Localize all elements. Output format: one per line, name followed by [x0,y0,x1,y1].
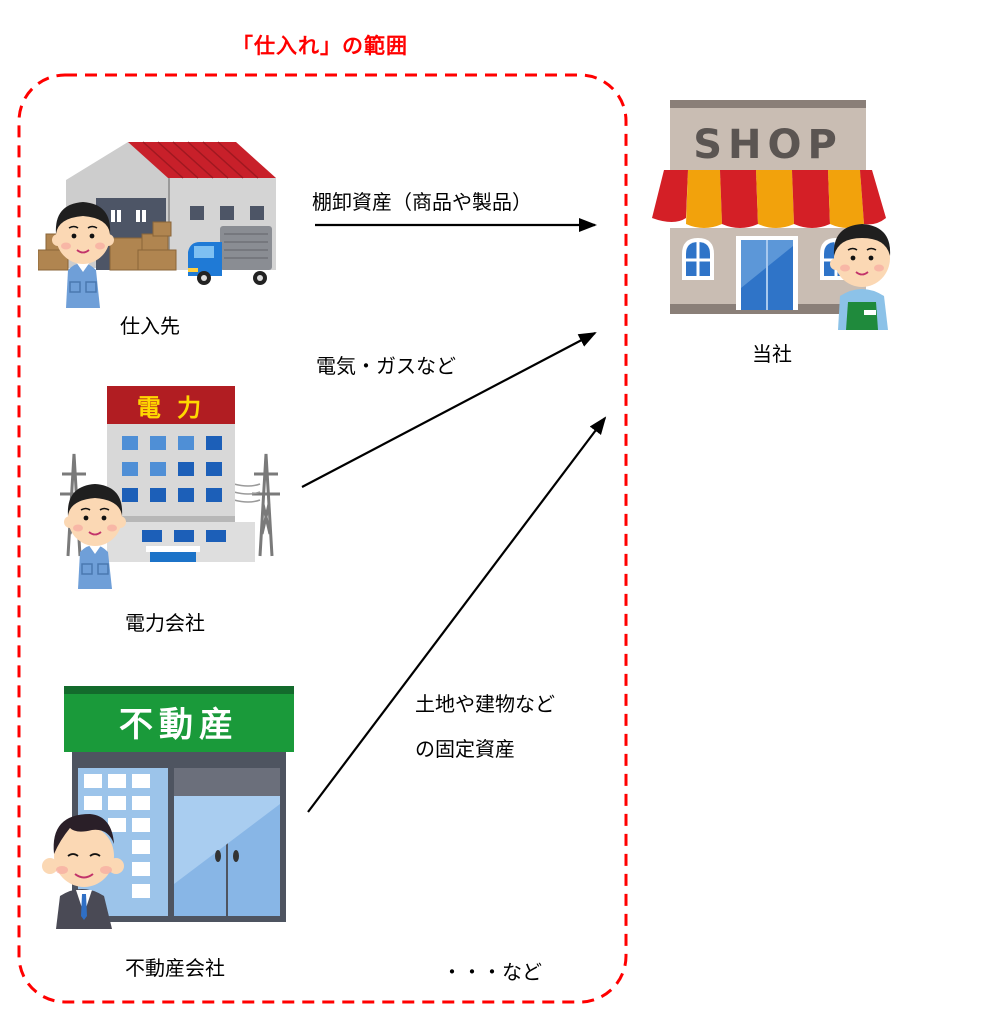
shop-icon: SHOP [652,100,891,330]
power-sign-text: 電 力 [137,394,205,422]
entity-label-our-company: 当社 [752,342,792,366]
flow-label-utilities: 電気・ガスなど [316,354,456,378]
entity-label-power-company: 電力会社 [125,611,205,635]
scope-title: 「仕入れ」の範囲 [232,34,408,58]
flow-label-fixed-assets-line1: 土地や建物など [415,692,555,716]
worker-figure [52,202,114,308]
warehouse-icon [38,141,276,308]
etc-note: ・・・など [442,960,542,984]
scope-dashed-box [17,73,628,1004]
arrow-fixed-assets [307,416,607,813]
shop-sign-text: SHOP [693,122,843,168]
entity-label-supplier: 仕入先 [120,314,180,338]
arrow-utilities [301,332,597,488]
real-estate-sign-text: 不動産 [119,705,239,745]
agent-figure [42,814,124,929]
clerk-figure [830,224,891,330]
flow-label-fixed-assets-line2: の固定資産 [415,737,515,761]
real-estate-office-icon: 不動産 [42,686,294,929]
flow-label-inventory: 棚卸資産（商品や製品） [312,190,532,214]
power-company-icon: 電 力 [60,386,280,589]
entity-label-real-estate: 不動産会社 [125,956,225,980]
